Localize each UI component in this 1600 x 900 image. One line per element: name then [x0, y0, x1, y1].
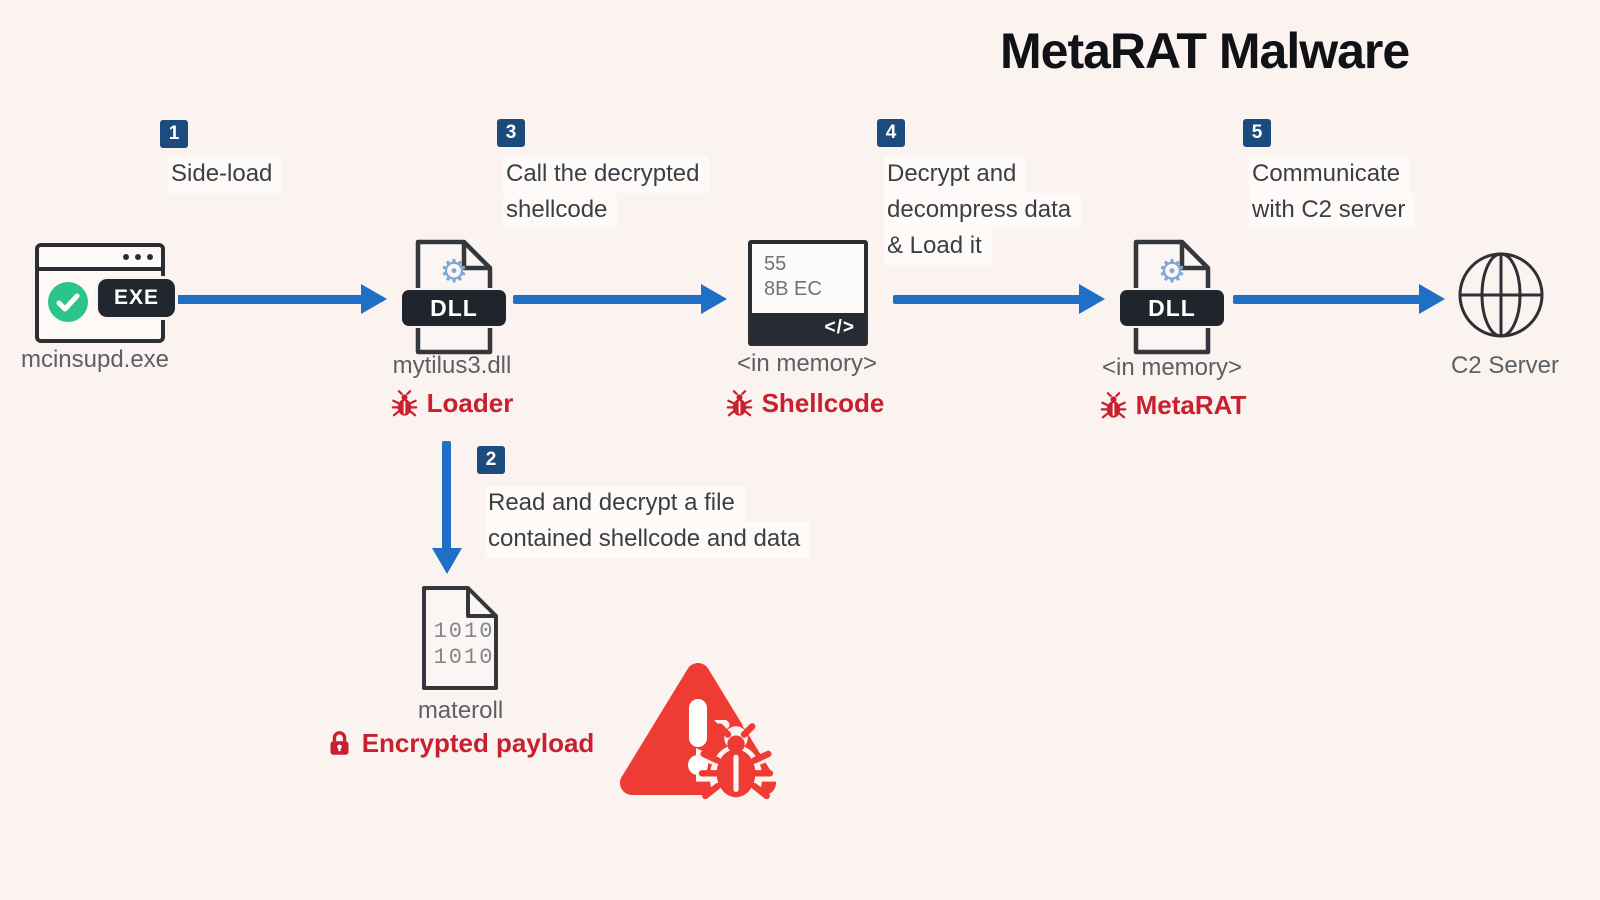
step-label-line: shellcode — [503, 193, 618, 229]
step-label-line: Side-load — [168, 157, 283, 193]
gear-icon: ⚙ — [439, 252, 469, 290]
step-label-line: contained shellcode and data — [485, 522, 811, 558]
code-glyph-label: </> — [824, 317, 855, 338]
payload-filename: materoll — [417, 697, 504, 724]
step-badge-3: 3 — [497, 119, 525, 147]
flow-arrow-5 — [1233, 284, 1445, 314]
hex-bytes: 55 8B EC — [752, 244, 864, 302]
step-label-line: & Load it — [884, 229, 992, 265]
loader-tag-label: Loader — [426, 388, 514, 418]
exe-file-icon: EXE — [35, 243, 175, 343]
step-label-line: Read and decrypt a file — [485, 486, 745, 522]
exe-badge: EXE — [97, 279, 175, 317]
binary-line: 1010 — [433, 619, 495, 644]
dll-file-icon: ⚙ DLL — [1120, 236, 1224, 360]
payload-tag-label: Encrypted payload — [361, 728, 595, 758]
loader-tag: Loader — [362, 388, 542, 419]
step-badge-5: 5 — [1243, 119, 1271, 147]
step-label-1: Side-load — [168, 157, 283, 193]
binary-line: 1010 — [433, 645, 495, 670]
lock-icon — [330, 731, 349, 755]
shellcode-tag-label: Shellcode — [761, 388, 885, 418]
step-label-line: Communicate — [1249, 157, 1411, 193]
bug-icon — [696, 720, 776, 804]
shellcode-tag: Shellcode — [710, 388, 900, 419]
diagram-title: MetaRAT Malware — [1000, 23, 1410, 79]
step-label-2: Read and decrypt a file contained shellc… — [485, 486, 811, 558]
window-dots-icon — [123, 254, 153, 260]
step-label-line: Call the decrypted — [503, 157, 710, 193]
dll-badge: DLL — [1120, 290, 1224, 326]
payload-tag: Encrypted payload — [300, 728, 620, 759]
gear-icon: ⚙ — [1157, 252, 1187, 290]
flow-arrow-2-down — [432, 441, 462, 574]
bug-icon — [391, 390, 417, 417]
window-titlebar — [39, 247, 161, 271]
shellcode-location: <in memory> — [736, 350, 878, 377]
bug-icon — [726, 390, 752, 417]
loader-dll-filename: mytilus3.dll — [392, 352, 512, 379]
hex-line: 55 — [764, 253, 787, 275]
bug-icon — [1100, 392, 1126, 419]
payload-file-icon: 1010 1010 — [416, 583, 512, 707]
metarat-tag: MetaRAT — [1078, 390, 1268, 421]
metarat-location: <in memory> — [1101, 354, 1243, 381]
hex-line: 8B EC — [764, 278, 822, 300]
flow-arrow-1 — [175, 284, 387, 314]
step-badge-1: 1 — [160, 120, 188, 148]
step-label-line: Decrypt and — [884, 157, 1027, 193]
flow-arrow-3 — [513, 284, 727, 314]
check-circle-icon — [47, 281, 89, 323]
step-label-line: with C2 server — [1249, 193, 1416, 229]
exe-filename: mcinsupd.exe — [20, 346, 170, 373]
step-label-line: decompress data — [884, 193, 1082, 229]
step-badge-2: 2 — [477, 446, 505, 474]
c2-server-label: C2 Server — [1450, 352, 1560, 379]
dll-badge: DLL — [402, 290, 506, 326]
step-label-4: Decrypt and decompress data & Load it — [884, 157, 1082, 265]
globe-icon — [1458, 252, 1544, 338]
step-badge-4: 4 — [877, 119, 905, 147]
code-glyph: </> — [751, 313, 865, 343]
dll-file-icon: ⚙ DLL — [402, 236, 506, 360]
step-label-3: Call the decrypted shellcode — [503, 157, 710, 229]
metarat-tag-label: MetaRAT — [1135, 390, 1247, 420]
shellcode-memory-icon: 55 8B EC </> — [748, 240, 868, 346]
flow-arrow-4 — [893, 284, 1105, 314]
step-label-5: Communicate with C2 server — [1249, 157, 1416, 229]
binary-content: 1010 1010 — [416, 619, 512, 671]
